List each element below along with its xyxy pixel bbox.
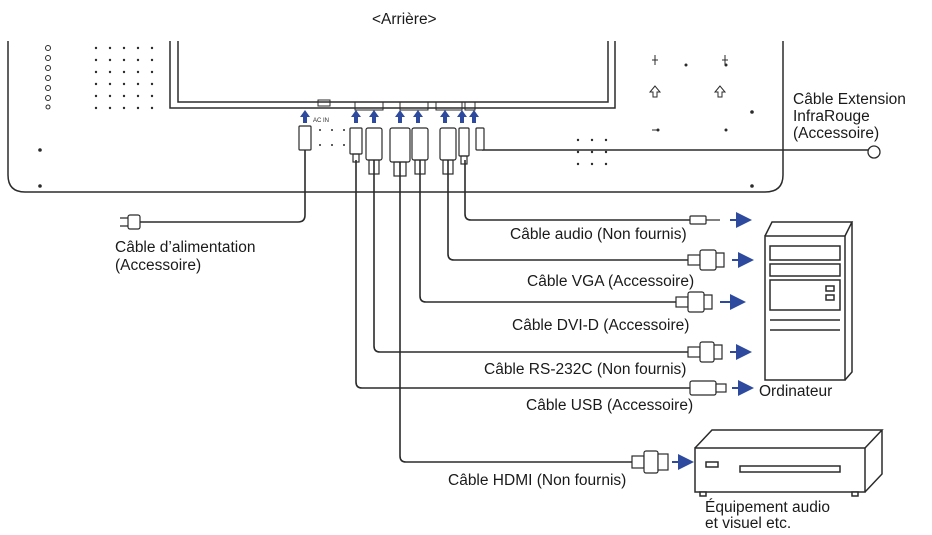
control-buttons [45,45,51,110]
screw-holes [38,63,754,188]
av-equipment-label-line1: Équipement audio [705,499,830,516]
rs232-cable-label: Câble RS-232C (Non fournis) [484,361,687,378]
speaker-grill-left [94,46,154,110]
vesa-markers [648,55,728,131]
audio-cable-label: Câble audio (Non fournis) [510,226,687,243]
av-equipment-icon [694,429,884,497]
monitor-rear [0,39,932,193]
power-cable-label-line2: (Accessoire) [115,257,202,274]
cable-lines [140,149,868,463]
device-arrows [672,212,754,470]
power-plug [120,214,141,230]
speaker-grill-right [319,129,608,166]
panel-plugs [298,125,485,163]
port-arrows [300,110,479,123]
power-cable-label-line1: Câble d’alimentation [115,239,256,256]
computer-label: Ordinateur [759,383,833,400]
ir-cable-label-line1: Câble Extension [793,91,906,108]
hdmi-cable-label: Câble HDMI (Non fournis) [448,472,627,489]
av-equipment-label-line2: et visuel etc. [705,515,792,532]
vga-cable-label: Câble VGA (Accessoire) [527,273,695,290]
dvi-cable-label: Câble DVI-D (Accessoire) [512,317,690,334]
ir-cable-label-line3: (Accessoire) [793,125,880,142]
computer-icon [764,221,854,381]
page-title: <Arrière> [372,11,437,28]
ir-sensor [867,145,881,159]
ac-in-label: AC IN [313,118,329,124]
usb-cable-label: Câble USB (Accessoire) [526,397,694,414]
io-panel [317,99,476,111]
far-end-connectors [631,215,727,474]
ir-cable-label-line2: InfraRouge [793,108,870,125]
panel-plug-tails [352,153,468,177]
